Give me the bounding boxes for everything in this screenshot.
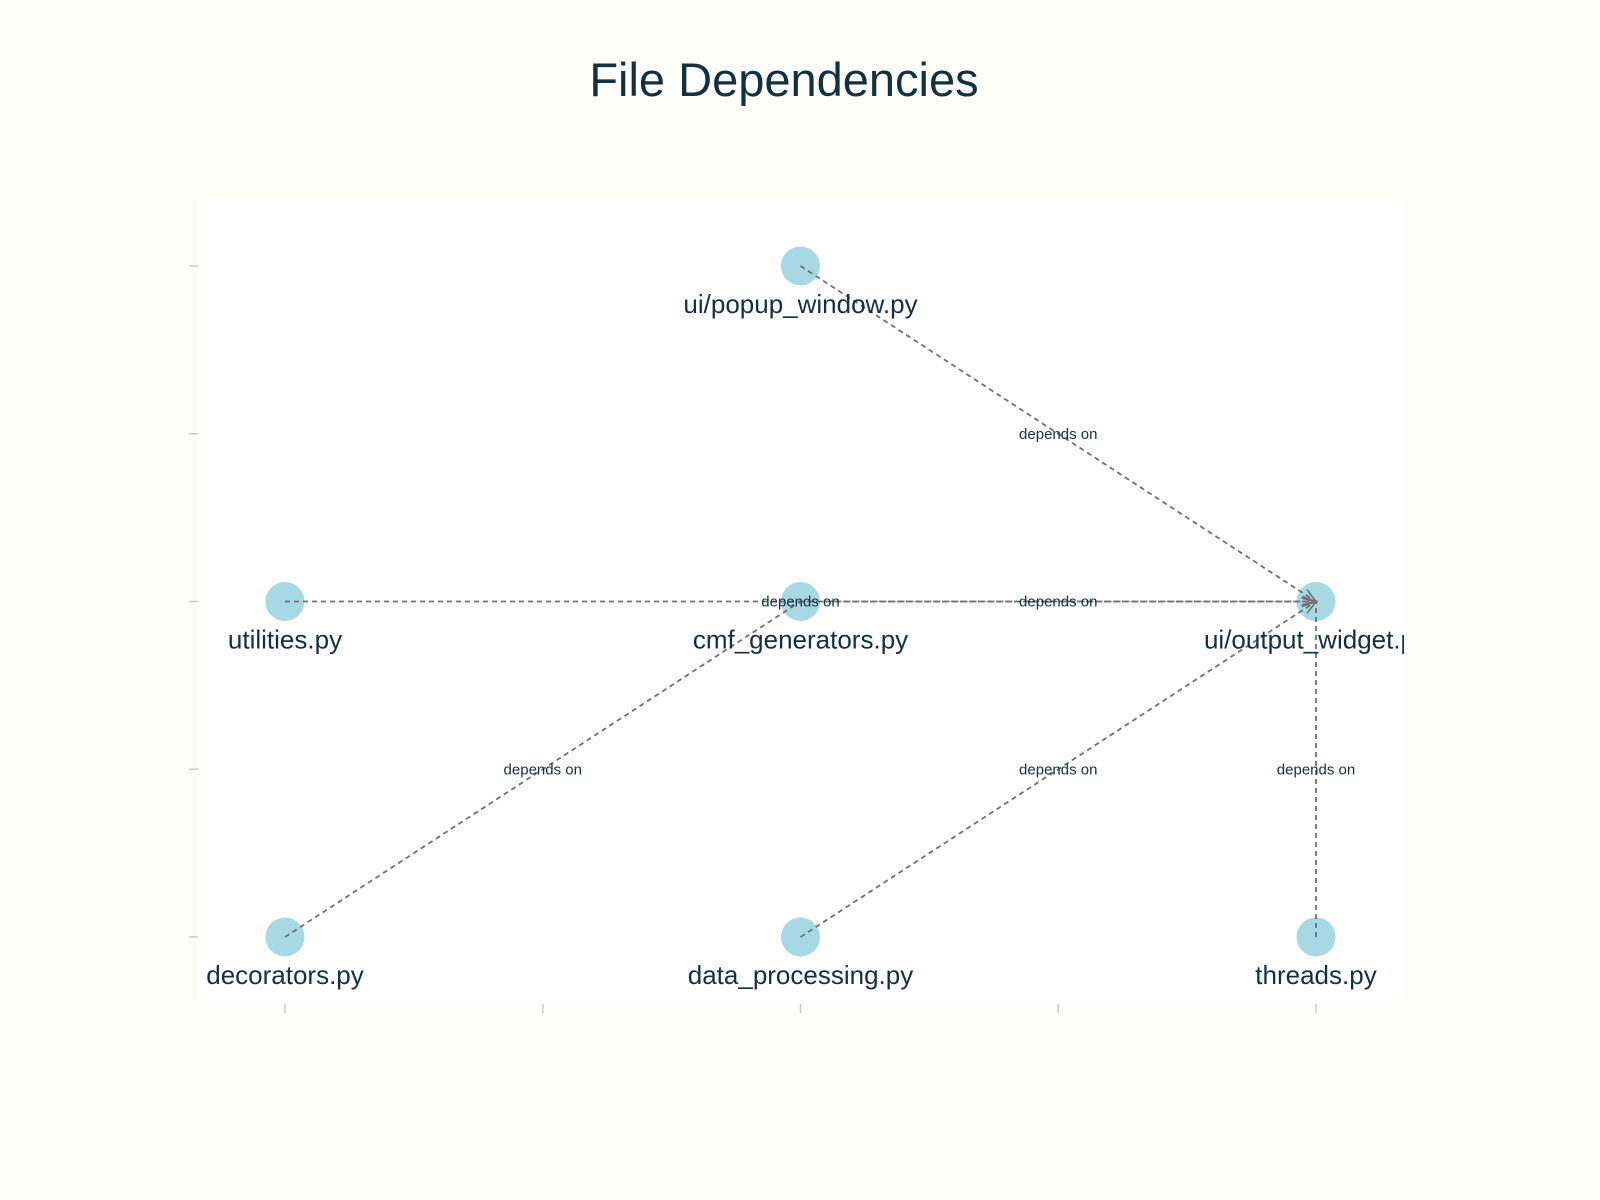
edge-label: depends on xyxy=(1019,426,1097,443)
node-label-cmf: cmf_generators.py xyxy=(693,625,908,655)
edge-label: depends on xyxy=(1277,761,1355,778)
edge-decorators-cmf xyxy=(284,600,801,938)
edge-data-output xyxy=(800,600,1317,938)
edge-label: depends on xyxy=(761,594,839,611)
edge-popup-output xyxy=(800,265,1317,603)
diagram-title: File Dependencies xyxy=(589,53,979,106)
edge-label: depends on xyxy=(1019,761,1097,778)
edge-label: depends on xyxy=(504,761,582,778)
node-label-popup: ui/popup_window.py xyxy=(683,289,917,319)
node-label-utilities: utilities.py xyxy=(228,625,342,655)
edge-label: depends on xyxy=(1019,594,1097,611)
node-label-output: ui/output_widget.py xyxy=(1204,625,1428,655)
node-label-threads: threads.py xyxy=(1255,960,1376,990)
node-label-data: data_processing.py xyxy=(688,960,913,990)
node-label-decorators: decorators.py xyxy=(206,960,364,990)
graph-content: depends on depends on depends on depends on… xyxy=(206,246,1428,990)
